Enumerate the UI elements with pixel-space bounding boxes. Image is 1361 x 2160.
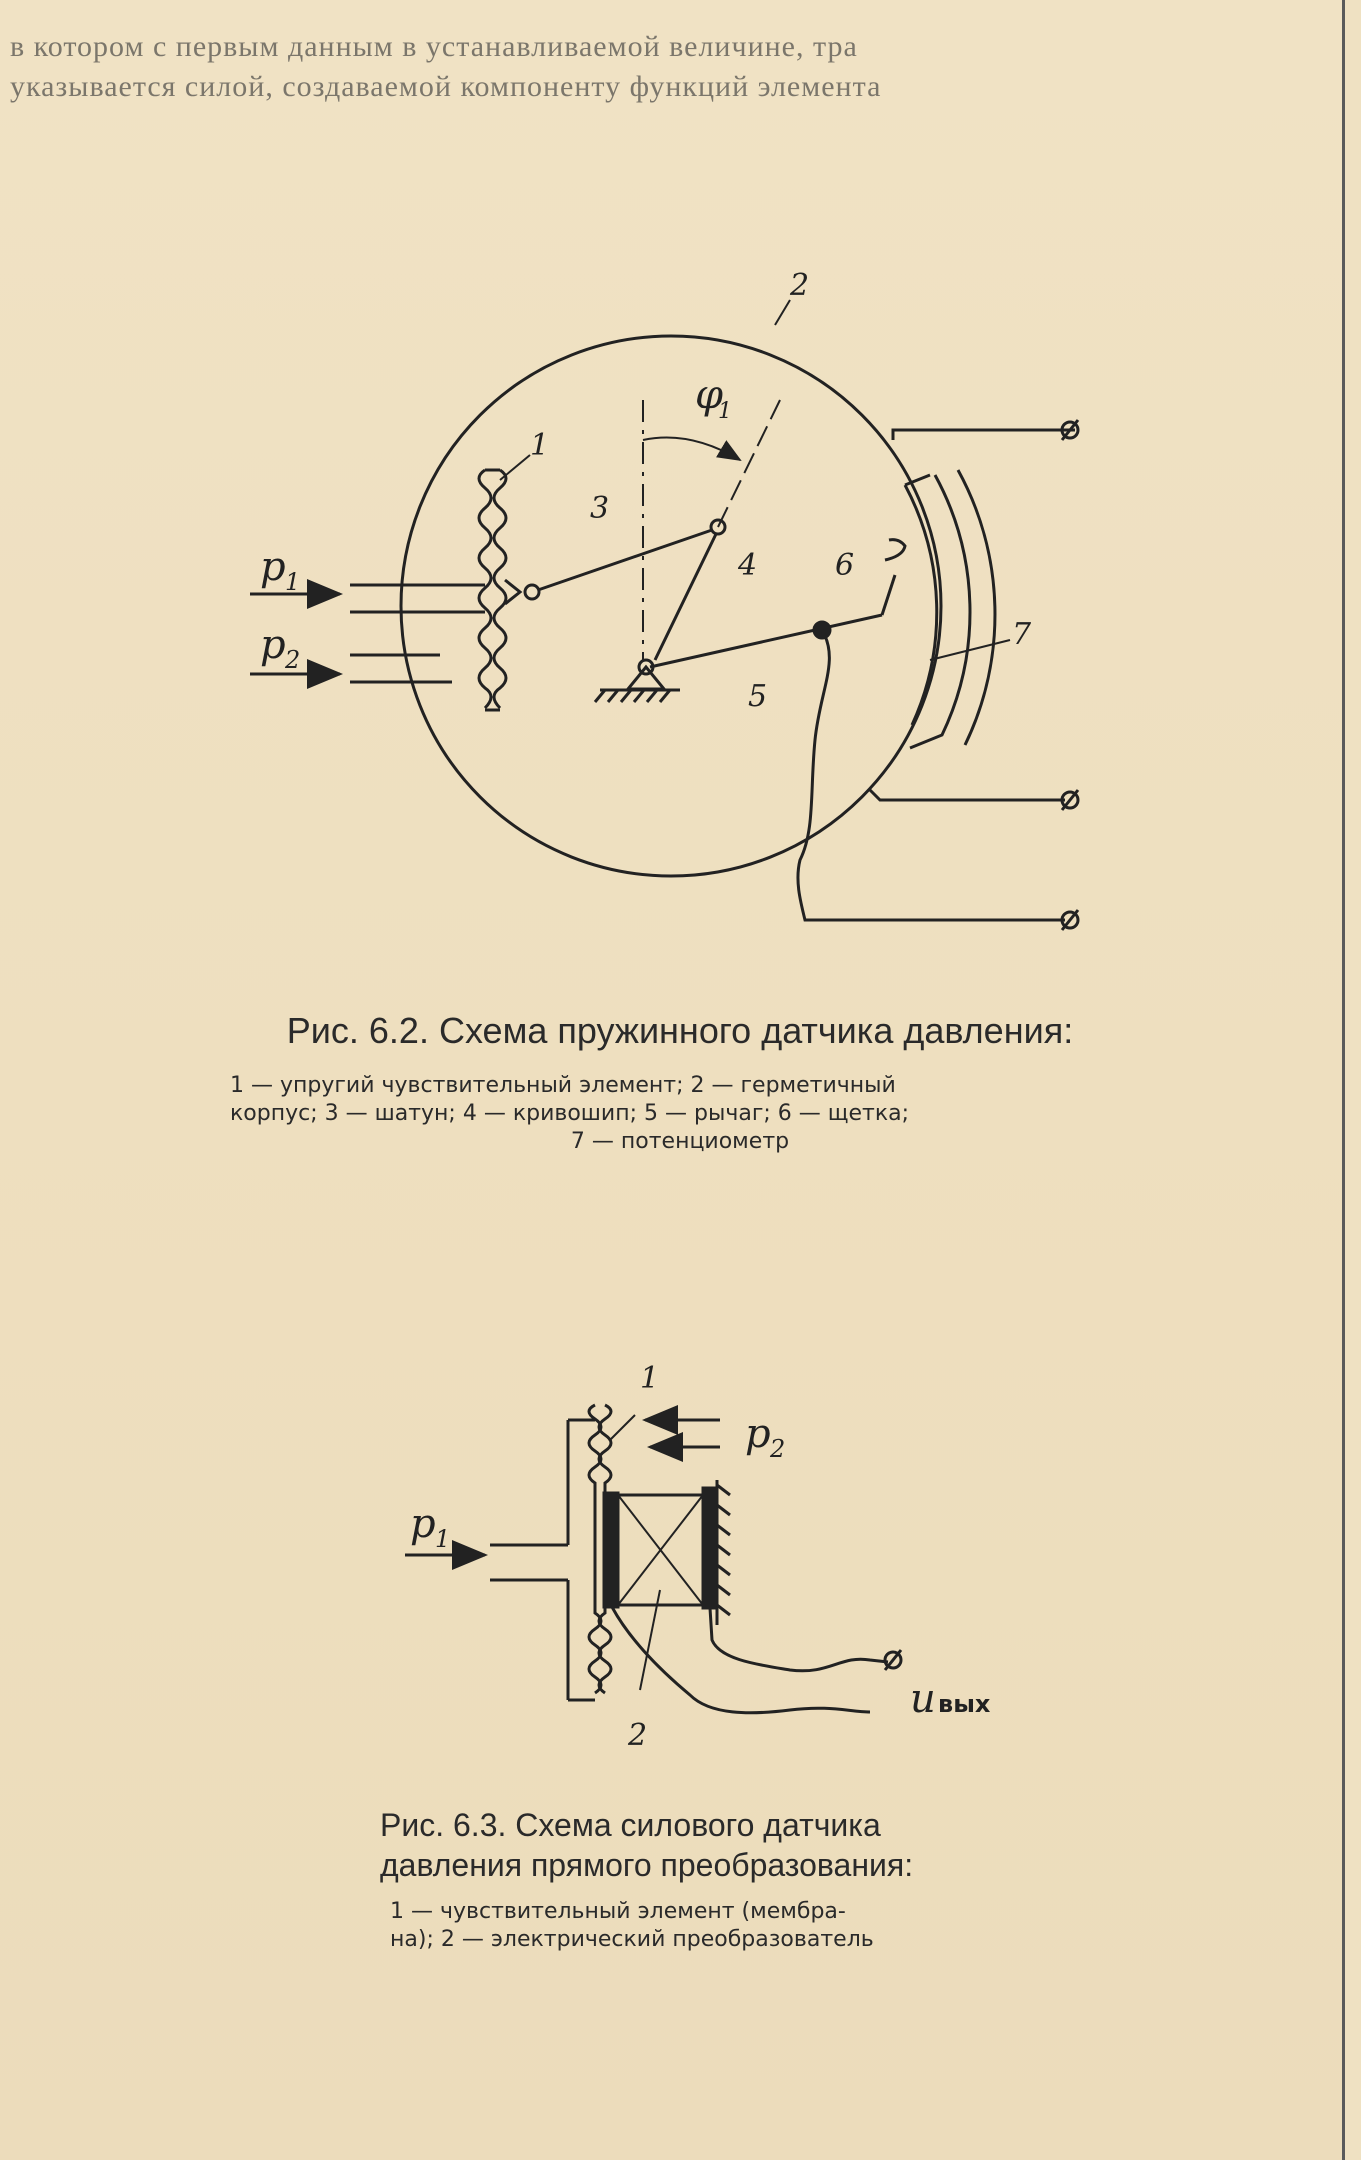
elastic-element bbox=[477, 468, 493, 710]
label-p2-fig2: p bbox=[745, 1411, 771, 1457]
label-2: 2 bbox=[789, 268, 809, 303]
label-1-fig2: 1 bbox=[640, 1361, 659, 1396]
top-text-line: в котором с первым данным в устанавливае… bbox=[10, 30, 858, 63]
legend-line: 7 — потенциометр bbox=[570, 1129, 790, 1154]
label-u-out: u bbox=[910, 1676, 936, 1722]
output-wire-1 bbox=[708, 1607, 889, 1673]
label-p2-sub: 2 bbox=[284, 646, 300, 674]
legend-line: на); 2 — электрический преобразователь bbox=[390, 1927, 874, 1952]
figure-6-2-labels: p 1 p 2 φ 1 1 2 3 4 5 6 7 bbox=[260, 268, 1032, 714]
label-p1-sub-fig2: 1 bbox=[435, 1525, 450, 1553]
legend-line: корпус; 3 — шатун; 4 — кривошип; 5 — рыч… bbox=[230, 1101, 910, 1126]
caption-line: Рис. 6.3. Схема силового датчика bbox=[380, 1807, 881, 1843]
lever bbox=[649, 613, 883, 669]
label-p2: p bbox=[260, 622, 286, 668]
figure-6-2-caption: Рис. 6.2. Схема пружинного датчика давле… bbox=[286, 1010, 1074, 1051]
crank bbox=[653, 533, 718, 661]
label-u-out-sub: вых bbox=[938, 1690, 991, 1718]
figure-6-3-diagram bbox=[405, 1403, 903, 1715]
signal-wire bbox=[796, 629, 1065, 922]
label-p1-sub: 1 bbox=[285, 568, 300, 596]
label-5: 5 bbox=[748, 679, 767, 714]
label-7: 7 bbox=[1012, 617, 1032, 652]
label-p2-sub-fig2: 2 bbox=[769, 1435, 785, 1463]
connecting-rod bbox=[537, 528, 713, 592]
output-wire-2 bbox=[610, 1606, 871, 1715]
housing-circle bbox=[399, 334, 943, 878]
figure-6-2-legend: 1 — упругий чувствительный элемент; 2 — … bbox=[230, 1072, 1130, 1156]
label-2-fig2: 2 bbox=[627, 1718, 647, 1753]
figure-6-3-caption: Рис. 6.3. Схема силового датчика давлени… bbox=[380, 1805, 1000, 1885]
legend-line: 1 — упругий чувствительный элемент; 2 — … bbox=[230, 1073, 896, 1098]
caption-line: давления прямого преобразования: bbox=[380, 1847, 914, 1883]
label-phi-sub: 1 bbox=[718, 399, 732, 424]
label-p1: p bbox=[260, 544, 286, 590]
label-phi: φ bbox=[695, 372, 723, 418]
figure-6-3-labels: 1 p 2 p 1 2 u вых bbox=[410, 1361, 991, 1753]
figure-6-2-diagram bbox=[250, 299, 1080, 931]
legend-line: 1 — чувствительный элемент (мембра- bbox=[390, 1899, 846, 1924]
figure-6-3-legend: 1 — чувствительный элемент (мембра- на);… bbox=[390, 1898, 990, 1954]
brush bbox=[880, 574, 897, 616]
top-text-line: указывается силой, создаваемой компонент… bbox=[10, 70, 882, 103]
label-3: 3 bbox=[590, 491, 609, 526]
label-p1-fig2: p bbox=[410, 1501, 436, 1547]
potentiometer bbox=[903, 484, 939, 726]
label-4: 4 bbox=[737, 548, 757, 583]
label-6: 6 bbox=[835, 548, 854, 583]
label-1: 1 bbox=[530, 428, 549, 463]
